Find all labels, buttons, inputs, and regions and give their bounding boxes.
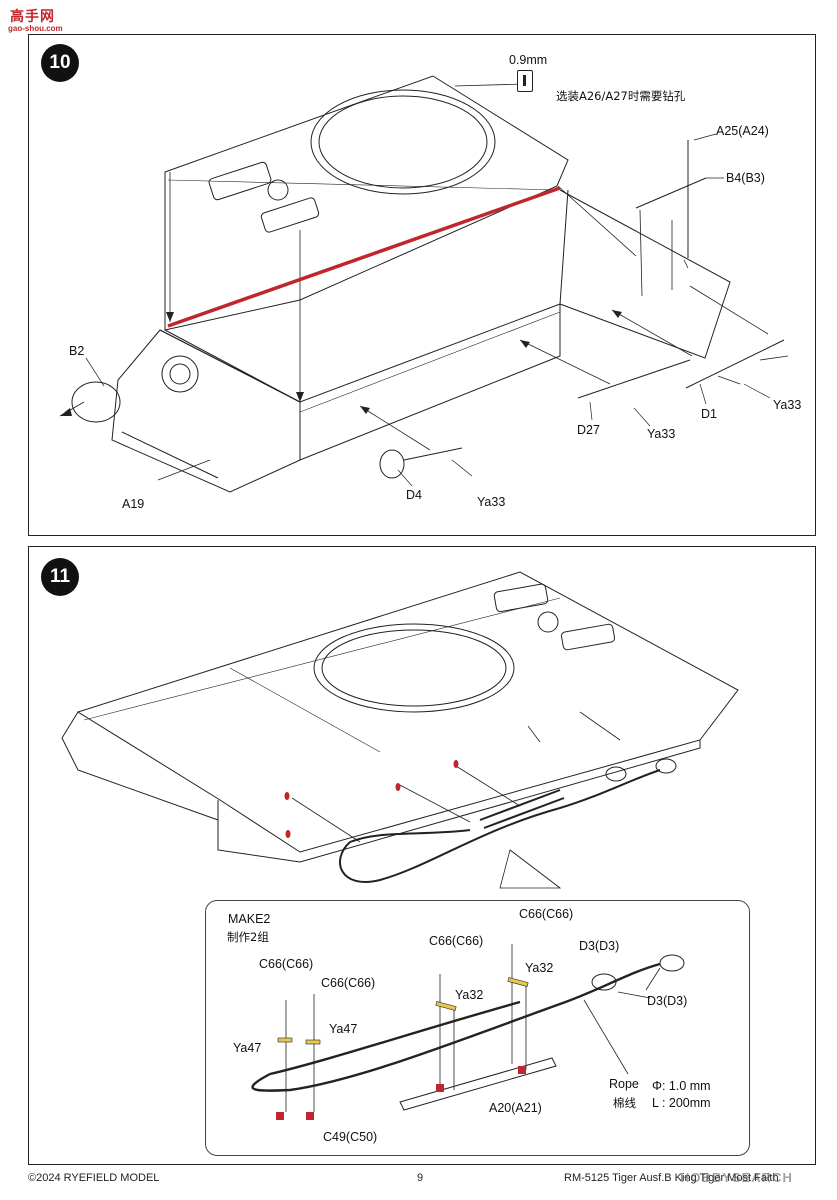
label-ya33-a: Ya33 [477,495,506,509]
part-a20 [399,1057,557,1111]
rope-label-en: Rope [609,1077,639,1091]
label-c49: C49(C50) [323,1130,378,1144]
site-watermark: 高手网 gao-shou.com [4,2,70,36]
label-ya33-c: Ya33 [773,398,802,412]
label-d3-b: D3(D3) [647,994,688,1008]
cable-subassembly-callout [205,900,750,1156]
step-10-number: 10 [41,44,79,82]
label-c66-c: C66(C66) [259,957,314,971]
step-11-number: 11 [41,558,79,596]
label-d1: D1 [701,407,717,421]
page-number: 9 [417,1172,424,1184]
label-a19: A19 [122,497,145,511]
label-d4: D4 [406,488,422,502]
label-b2: B2 [69,344,85,358]
label-c66-a: C66(C66) [519,907,574,921]
drill-size-label: 0.9mm [509,53,548,67]
rope [251,962,661,1092]
label-a25: A25(A24) [716,124,769,138]
drill-note: 选装A26/A27时需要钻孔 [556,89,686,103]
footer-copyright: ©2024 RYEFIELD MODEL [28,1172,160,1184]
tow-cable [339,769,661,883]
label-ya32-a: Ya32 [525,961,554,975]
part-d4 [379,449,405,479]
drill-icon [517,70,533,92]
watermark-cn: 高手网 [10,9,55,25]
part-d1 [685,339,785,389]
label-b4: B4(B3) [726,171,765,185]
footer-product: RM-5125 Tiger Ausf.B King Tiger Most Fai… [564,1172,779,1184]
label-a20: A20(A21) [489,1101,542,1115]
label-d27: D27 [577,423,600,437]
label-ya47-a: Ya47 [233,1041,262,1055]
turret-ring [310,89,496,195]
label-ya47-b: Ya47 [329,1022,358,1036]
step-10-panel [28,34,816,536]
turret-ring-11 [313,623,515,713]
label-ya33-b: Ya33 [647,427,676,441]
hull-side [164,189,569,403]
rope-length: L : 200mm [652,1096,711,1110]
label-c66-b: C66(C66) [429,934,484,948]
brand-watermark: HOBBYSEARCH [680,1170,793,1185]
make-count-cn: 制作2组 [227,930,269,944]
part-d27 [577,359,691,399]
part-b4 [635,177,707,209]
make-count-en: MAKE2 [228,912,271,926]
part-b2 [71,381,121,423]
label-c66-d: C66(C66) [321,976,376,990]
rope-label-cn: 棉线 [613,1096,636,1110]
label-d3-a: D3(D3) [579,939,620,953]
watermark-url: gao-shou.com [8,24,63,33]
drill-edge-highlight [167,186,561,328]
rope-diameter: Φ: 1.0 mm [652,1079,711,1093]
label-ya32-b: Ya32 [455,988,484,1002]
